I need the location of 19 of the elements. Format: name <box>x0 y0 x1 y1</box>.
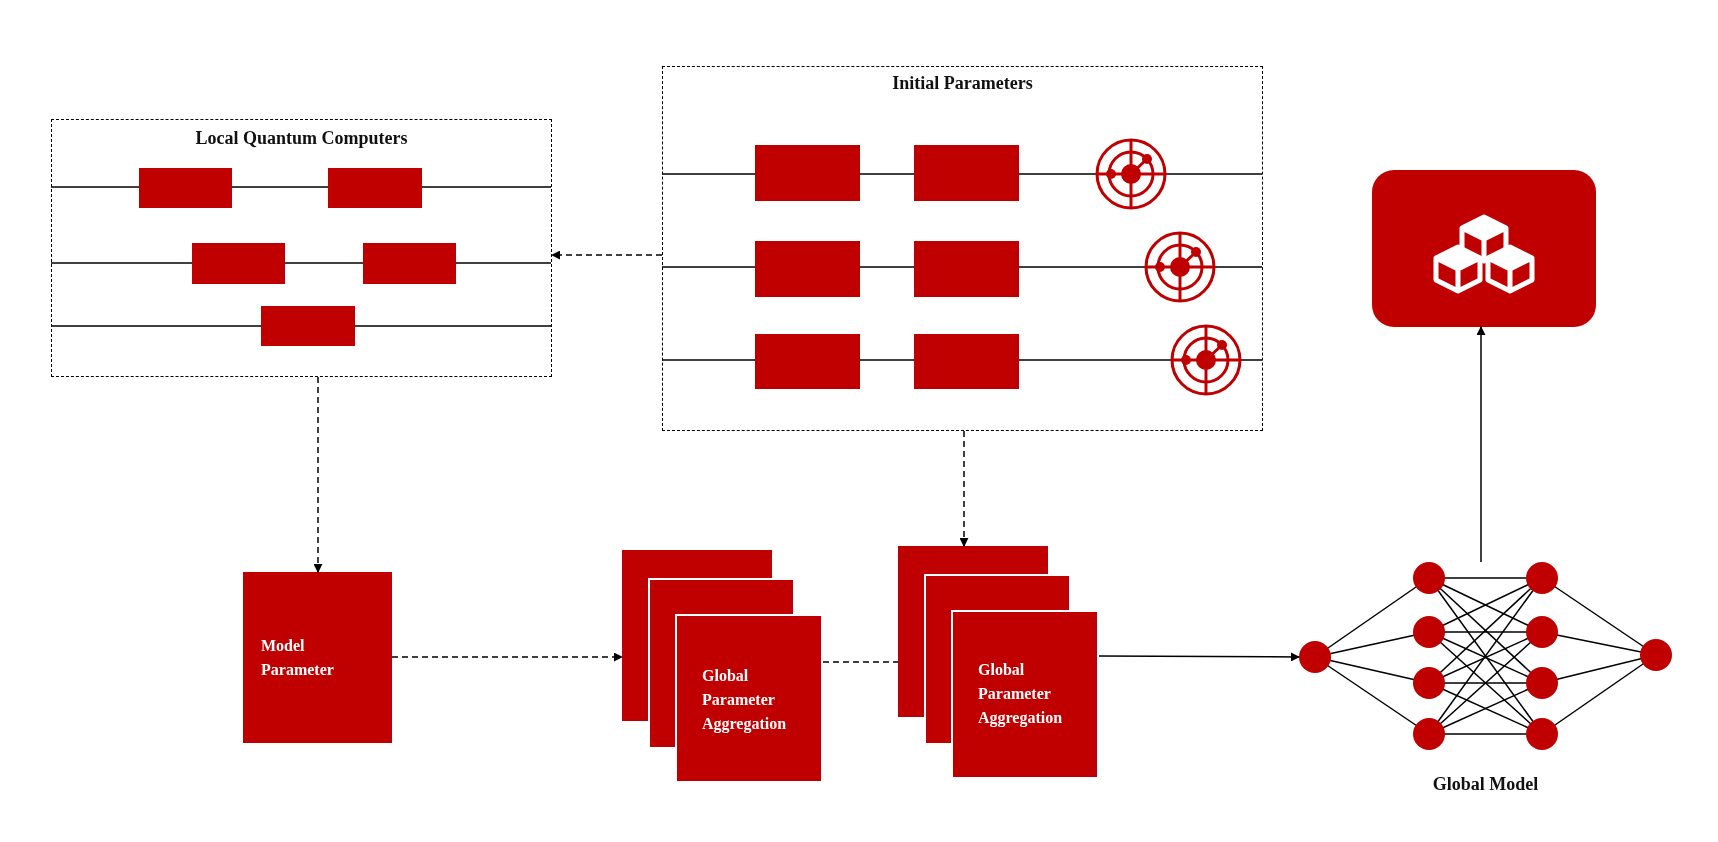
card-text: Global Parameter Aggregation <box>702 666 788 735</box>
card-text: Global Parameter Aggregation <box>978 660 1064 729</box>
arrow <box>391 652 623 662</box>
card-stack <box>898 546 1099 780</box>
connector-line <box>822 661 899 663</box>
group-title: Initial Parameters <box>891 73 1034 94</box>
dashed-group-box <box>662 66 1263 431</box>
arrow <box>959 430 969 547</box>
network-title: Global Model <box>1431 774 1540 795</box>
arrow <box>551 250 663 260</box>
card-stack <box>622 550 823 783</box>
arrow <box>1476 326 1486 563</box>
group-title: Local Quantum Computers <box>194 128 409 149</box>
icon-box <box>1372 170 1596 327</box>
parameter-card <box>243 572 392 743</box>
arrow <box>313 376 323 573</box>
dashed-group-box <box>51 119 552 377</box>
card-text: Model Parameter <box>261 636 335 680</box>
arrow <box>1098 652 1300 662</box>
